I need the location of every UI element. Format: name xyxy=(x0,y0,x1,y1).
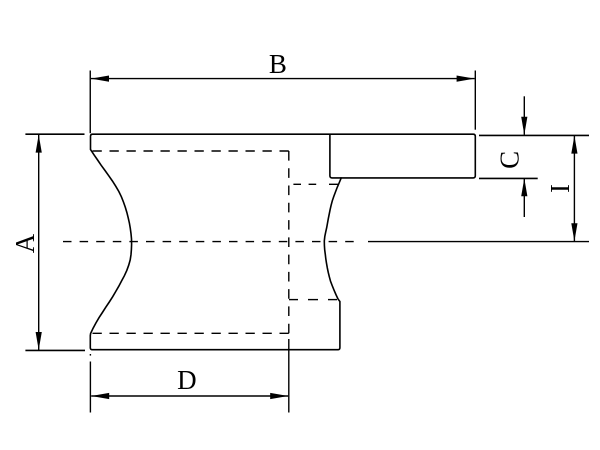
svg-text:I: I xyxy=(545,184,575,193)
svg-text:C: C xyxy=(495,151,525,169)
svg-text:B: B xyxy=(269,49,287,79)
svg-text:A: A xyxy=(10,233,40,253)
svg-text:D: D xyxy=(177,365,197,395)
